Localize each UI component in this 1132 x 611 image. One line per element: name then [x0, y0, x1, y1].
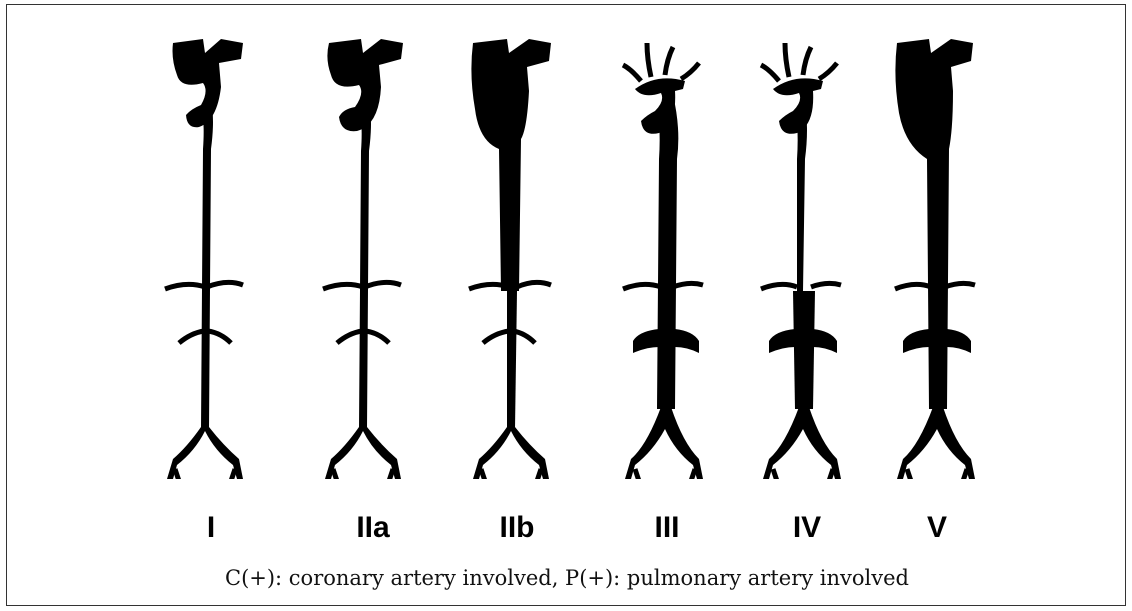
type-label-III: III — [607, 511, 727, 545]
type-label-IIb: IIb — [457, 511, 577, 545]
type-label-I: I — [151, 511, 271, 545]
type-IIb-aorta-diagram — [455, 29, 575, 479]
aorta-I-svg — [151, 29, 271, 479]
type-IIa-aorta-diagram — [309, 29, 429, 479]
type-IV-aorta-diagram — [745, 29, 865, 479]
aorta-IIb-svg — [455, 29, 575, 479]
type-label-IIa: IIa — [313, 511, 433, 545]
type-I-aorta-diagram — [151, 29, 271, 479]
figure-frame: I IIa IIb III IV V C(+): coronary artery… — [6, 4, 1126, 606]
type-label-IV: IV — [747, 511, 867, 545]
aorta-III-svg — [607, 29, 727, 479]
type-label-V: V — [877, 511, 997, 545]
type-III-aorta-diagram — [607, 29, 727, 479]
aorta-V-svg — [879, 29, 999, 479]
figure-caption: C(+): coronary artery involved, P(+): pu… — [7, 566, 1127, 590]
type-V-aorta-diagram — [879, 29, 999, 479]
aorta-IV-svg — [745, 29, 865, 479]
aorta-IIa-svg — [309, 29, 429, 479]
